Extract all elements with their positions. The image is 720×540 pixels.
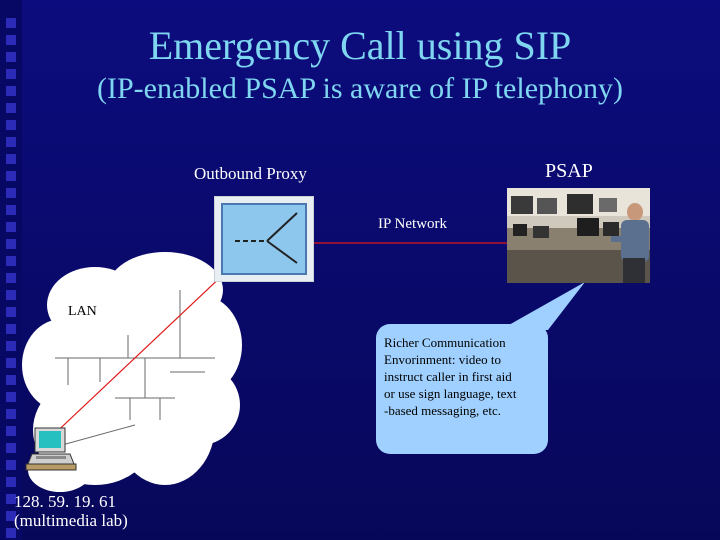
- callout-line: Envorinment: video to: [384, 352, 501, 367]
- strip-square: [6, 18, 16, 28]
- computer-terminal-icon: [25, 427, 77, 471]
- strip-square: [6, 273, 16, 283]
- strip-square: [6, 358, 16, 368]
- left-decorative-strip: [0, 0, 22, 540]
- strip-square: [6, 205, 16, 215]
- strip-square: [6, 409, 16, 419]
- strip-square: [6, 511, 16, 521]
- slide-title: Emergency Call using SIP: [148, 23, 572, 68]
- outbound-proxy-label: Outbound Proxy: [194, 164, 307, 183]
- strip-square: [6, 154, 16, 164]
- strip-square: [6, 392, 16, 402]
- strip-square: [6, 103, 16, 113]
- ip-address-label: 128. 59. 19. 61: [14, 492, 116, 511]
- callout-box: Richer Communication Envorinment: video …: [376, 324, 548, 454]
- strip-square: [6, 307, 16, 317]
- strip-square: [6, 341, 16, 351]
- strip-square: [6, 120, 16, 130]
- callout-line: instruct caller in first aid: [384, 369, 512, 384]
- psap-label: PSAP: [545, 160, 593, 182]
- lan-cloud: [22, 252, 242, 492]
- strip-square: [6, 426, 16, 436]
- psap-dispatch-photo: [507, 188, 650, 283]
- strip-square: [6, 137, 16, 147]
- callout-pointer: [500, 282, 585, 330]
- strip-square: [6, 477, 16, 487]
- strip-square: [6, 290, 16, 300]
- strip-square: [6, 239, 16, 249]
- strip-square: [6, 171, 16, 181]
- strip-square: [6, 460, 16, 470]
- lan-label: LAN: [68, 304, 97, 319]
- strip-square: [6, 324, 16, 334]
- strip-square: [6, 375, 16, 385]
- strip-square: [6, 52, 16, 62]
- lab-label: (multimedia lab): [14, 511, 128, 530]
- strip-square: [6, 443, 16, 453]
- strip-square: [6, 256, 16, 266]
- callout-line: -based messaging, etc.: [384, 403, 501, 418]
- strip-square: [6, 35, 16, 45]
- ip-network-label: IP Network: [378, 216, 448, 232]
- strip-square: [6, 86, 16, 96]
- strip-square: [6, 528, 16, 538]
- strip-square: [6, 494, 16, 504]
- slide-subtitle: (IP-enabled PSAP is aware of IP telephon…: [97, 72, 623, 105]
- sip-proxy-icon: [221, 203, 307, 275]
- callout-line: Richer Communication: [384, 335, 506, 350]
- strip-square: [6, 188, 16, 198]
- strip-square: [6, 69, 16, 79]
- strip-square: [6, 222, 16, 232]
- callout-line: or use sign language, text: [384, 386, 517, 401]
- outbound-proxy-node: [214, 196, 314, 282]
- proxy-antenna-icon: [235, 212, 298, 264]
